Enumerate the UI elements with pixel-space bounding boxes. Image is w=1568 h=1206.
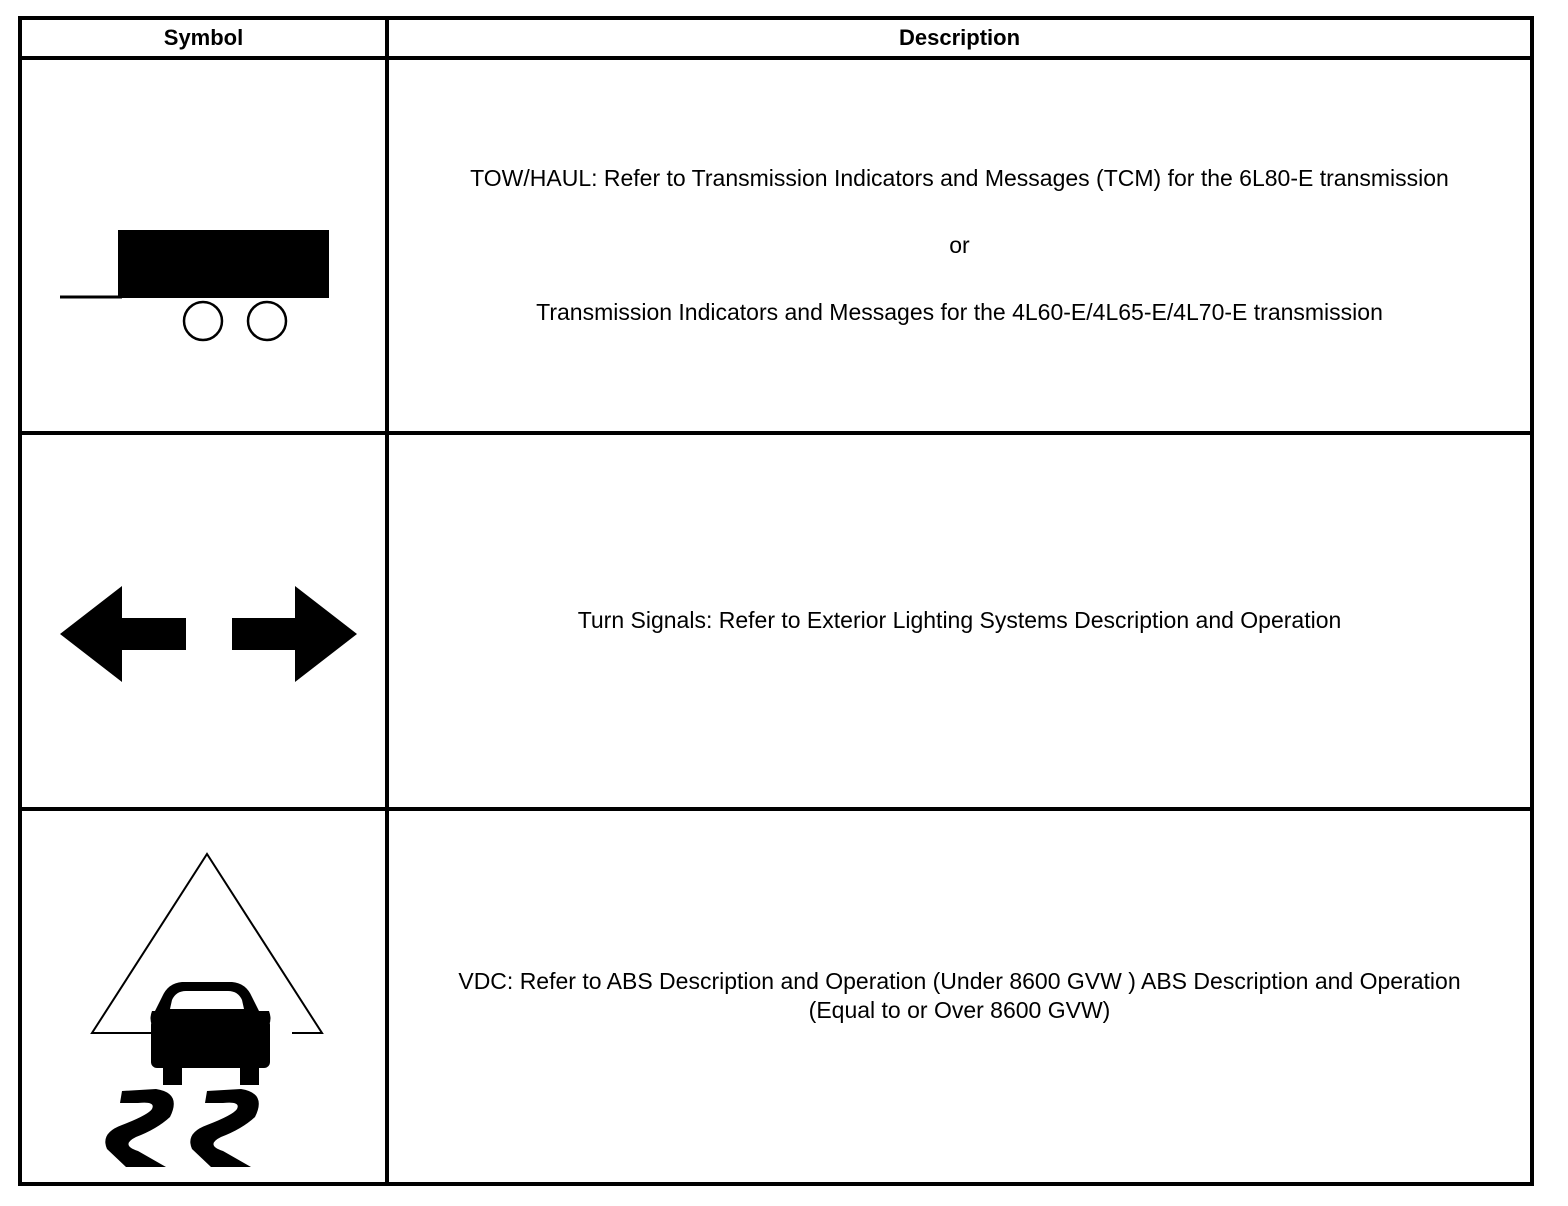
- table-row-tow-haul: TOW/HAUL: Refer to Transmission Indicato…: [18, 55, 1534, 436]
- description-cell-vdc: VDC: Refer to ABS Description and Operat…: [385, 806, 1534, 1187]
- header-description: Description: [385, 16, 1534, 60]
- description-cell-tow-haul: TOW/HAUL: Refer to Transmission Indicato…: [385, 55, 1534, 436]
- turn-signal-arrows-icon: [60, 585, 357, 682]
- symbol-description-table: Symbol Description TOW/HAUL: Refer to Tr…: [18, 16, 1534, 1187]
- description-line: Turn Signals: Refer to Exterior Lighting…: [577, 607, 1342, 634]
- table-header-row: Symbol Description: [18, 16, 1534, 60]
- symbol-cell-vdc: [18, 806, 389, 1187]
- description-line: or: [949, 232, 970, 259]
- description-line: VDC: Refer to ABS Description and Operat…: [458, 968, 1461, 995]
- trailer-tow-haul-icon: [60, 229, 329, 341]
- symbol-cell-turn-signals: [18, 431, 389, 811]
- description-cell-turn-signals: Turn Signals: Refer to Exterior Lighting…: [385, 431, 1534, 811]
- table-row-turn-signals: Turn Signals: Refer to Exterior Lighting…: [18, 431, 1534, 811]
- header-symbol: Symbol: [18, 16, 389, 60]
- description-line: TOW/HAUL: Refer to Transmission Indicato…: [470, 165, 1449, 192]
- table-row-vdc: VDC: Refer to ABS Description and Operat…: [18, 806, 1534, 1187]
- description-line: Transmission Indicators and Messages for…: [536, 299, 1383, 326]
- description-line: (Equal to or Over 8600 GVW): [808, 997, 1111, 1024]
- vehicle-skid-warning-icon: [90, 852, 324, 1168]
- symbol-cell-tow-haul: [18, 55, 389, 436]
